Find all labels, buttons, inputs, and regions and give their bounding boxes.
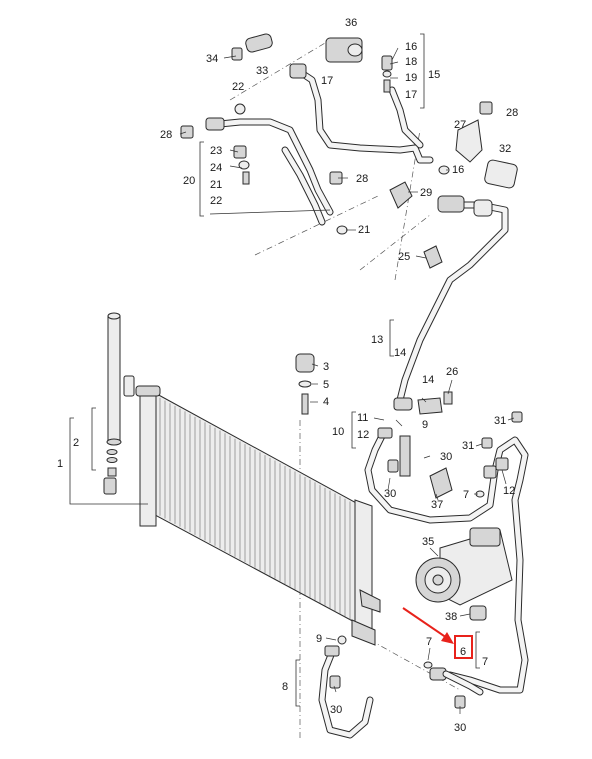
callout-21-mid: 21 (358, 224, 370, 236)
callout-29: 29 (420, 187, 432, 199)
callout-30-left: 30 (384, 488, 396, 500)
callout-12-left: 12 (357, 429, 369, 441)
callout-15: 15 (428, 69, 440, 81)
receiver-drier (103, 312, 135, 495)
ac-compressor (415, 527, 513, 621)
callout-22-top: 22 (232, 81, 244, 93)
callout-2: 2 (73, 437, 79, 449)
suction-pipe (393, 195, 509, 415)
callout-6: 6 (460, 646, 466, 658)
callout-24: 24 (210, 162, 222, 174)
callout-31-right: 31 (494, 415, 506, 427)
highlight-arrow (402, 607, 454, 644)
callout-22-left: 22 (210, 195, 222, 207)
callout-7-lower-left: 7 (426, 636, 432, 648)
callout-31-left: 31 (462, 440, 474, 452)
callout-27: 27 (454, 119, 466, 131)
callout-19: 19 (405, 72, 417, 84)
callout-21-left: 21 (210, 179, 222, 191)
callout-14-lower: 14 (422, 374, 434, 386)
callout-9-upper: 9 (422, 419, 428, 431)
callout-30-mid: 30 (440, 451, 452, 463)
callout-16: 16 (405, 41, 417, 53)
callout-17-top: 17 (321, 75, 333, 87)
callout-20: 20 (183, 175, 195, 187)
callout-32: 32 (499, 143, 511, 155)
callout-8: 8 (282, 681, 288, 693)
leader-lines (179, 47, 515, 714)
callout-18: 18 (405, 56, 417, 68)
callout-28-mid: 28 (356, 173, 368, 185)
callout-1: 1 (57, 458, 63, 470)
callout-26: 26 (446, 366, 458, 378)
callout-7-mid: 7 (463, 489, 469, 501)
callout-11: 11 (357, 412, 368, 424)
condenser-fins (159, 397, 356, 623)
callout-9-lower: 9 (316, 633, 322, 645)
lower-pipe (318, 635, 484, 739)
callout-36: 36 (345, 17, 357, 29)
callout-12-right: 12 (503, 485, 515, 497)
callout-35: 35 (422, 536, 434, 548)
callout-13: 13 (371, 334, 383, 346)
callout-7-lower-right: 7 (482, 656, 488, 668)
callout-30-bottom-left: 30 (330, 704, 342, 716)
callout-28-right-top: 28 (506, 107, 518, 119)
callout-30-bottom-right: 30 (454, 722, 466, 734)
grouping-brackets (69, 33, 480, 707)
callout-23: 23 (210, 145, 222, 157)
upper-pipe-assembly (180, 33, 518, 235)
pressure-sensor-group (295, 353, 315, 415)
callout-10: 10 (332, 426, 344, 438)
callout-17-top-right: 17 (405, 89, 417, 101)
callout-14-upper: 14 (394, 347, 406, 359)
callout-38: 38 (445, 611, 457, 623)
callout-16-mid: 16 (452, 164, 464, 176)
callout-5: 5 (323, 379, 329, 391)
callout-25: 25 (398, 251, 410, 263)
callout-37: 37 (431, 499, 443, 511)
callout-labels: 36 34 33 16 18 19 15 17 22 17 28 28 27 2… (57, 17, 518, 734)
condenser (135, 385, 381, 646)
callout-33: 33 (256, 65, 268, 77)
callout-4: 4 (323, 396, 329, 408)
callout-34: 34 (206, 53, 218, 65)
callout-28-left: 28 (160, 129, 172, 141)
callout-3: 3 (323, 361, 329, 373)
highlight-box (454, 635, 473, 659)
